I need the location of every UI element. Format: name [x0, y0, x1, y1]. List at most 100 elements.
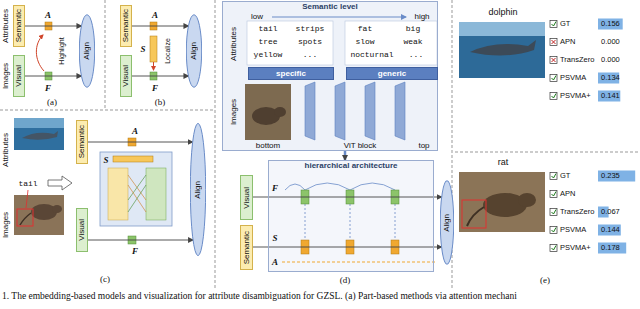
panel-e-figure: [598, 243, 626, 254]
connector: [253, 247, 442, 248]
panel-e-figure: [552, 174, 557, 179]
panel-c-figure: [100, 152, 172, 226]
connector: [132, 26, 188, 27]
panel-c-figure: [14, 118, 64, 128]
connector: [344, 151, 347, 160]
panel-d-figure: [305, 82, 315, 140]
attribute-word: yellow: [254, 51, 283, 59]
text-label: low: [251, 13, 263, 21]
level-tag: generic: [346, 67, 438, 80]
symbol-label: A: [152, 11, 158, 20]
panel-d-figure: [272, 16, 406, 17]
panel-d-figure: [274, 107, 286, 117]
panel-b-figure: [153, 62, 154, 70]
panel-d-figure: [395, 204, 396, 240]
panel-c-figure: [14, 118, 172, 244]
panel-c-figure: [128, 185, 146, 212]
level-tag: specific: [248, 67, 334, 80]
text-label: high: [414, 13, 429, 21]
score-label: TransZero: [560, 208, 594, 216]
panel-e-figure: [552, 58, 556, 62]
score-label: 0.141: [601, 92, 620, 100]
panel-e-figure: [459, 22, 545, 36]
panel-e-figure: [550, 75, 557, 82]
panel-c-figure: [26, 190, 28, 208]
panel-d-figure: [282, 262, 436, 263]
attribute-word: ...: [303, 51, 317, 59]
node-text: Visual: [122, 65, 130, 87]
panel-e-figure: [550, 227, 557, 234]
text-label: top: [418, 142, 429, 150]
axis-label: Images: [2, 63, 10, 89]
panel-d-figure: [365, 82, 375, 140]
node-text: Semantic: [243, 231, 251, 264]
text-label: dolphin: [488, 8, 517, 17]
node-text: generic: [378, 69, 406, 78]
panel-e-figure: [552, 22, 557, 251]
text-label: rat: [498, 158, 509, 167]
panel-c-figure: [128, 175, 146, 200]
panel-d-figure: [247, 21, 333, 65]
panel-e-figure: [518, 193, 536, 207]
panel-c-figure: [17, 209, 33, 226]
score-label: GT: [560, 172, 570, 180]
panel-d-figure: [305, 204, 306, 240]
node-text: Semantic level: [223, 2, 437, 11]
panel-e-figure: [470, 40, 536, 56]
panel-e-figure: [550, 93, 557, 100]
panel-label: (a): [47, 98, 57, 107]
semantic-box: Semantic: [76, 120, 88, 164]
node-text: Align: [443, 214, 451, 232]
panel-c-figure: [128, 185, 146, 212]
panel-e-figure: [598, 225, 621, 236]
panel-d-figure: [350, 204, 351, 240]
figure-caption: 1. The embedding-based models and visual…: [2, 291, 517, 301]
panel-e-figure: [598, 91, 620, 102]
panel-d-figure: [268, 160, 434, 272]
attribute-word: tree: [258, 38, 277, 46]
panel-divider: [105, 0, 106, 108]
panel-b-figure: [150, 22, 157, 80]
panel-e-figure: [552, 76, 557, 81]
score-label: 0.235: [601, 172, 620, 180]
panel-label: (b): [155, 98, 166, 107]
node-text: specific: [276, 69, 306, 78]
panel-e-figure: [552, 94, 557, 99]
semantic-box: Semantic: [120, 5, 132, 47]
attribute-word: tail: [18, 180, 37, 188]
symbol-label: S: [140, 45, 145, 54]
score-label: 0.178: [601, 244, 620, 252]
node-text: Visual: [243, 187, 251, 209]
score-label: 0.000: [601, 38, 620, 46]
text-label: bottom: [256, 142, 280, 150]
node-text: Semantic: [15, 9, 23, 42]
symbol-label: A: [132, 127, 138, 136]
score-label: GT: [560, 20, 570, 28]
connector: [88, 240, 193, 241]
axis-label: Attributes: [230, 27, 238, 61]
symbol-label: S: [272, 234, 277, 243]
panel-divider: [455, 152, 638, 153]
attribute-word: spots: [298, 38, 322, 46]
ellipse-outline: [190, 123, 205, 255]
symbol-label: F: [272, 184, 278, 193]
panel-e-figure: [598, 73, 619, 84]
score-label: 0.000: [601, 56, 620, 64]
panel-e-figure: [462, 200, 486, 228]
panel-c-figure: [108, 168, 128, 220]
panel-c-figure: [22, 131, 58, 140]
text-label: ViT block: [344, 142, 377, 150]
axis-label: Highlight: [58, 37, 65, 64]
panel-e-figure: [552, 40, 556, 44]
panel-c-figure: [20, 213, 31, 225]
panel-d-figure: [245, 84, 291, 140]
panel-d-figure: [335, 82, 345, 140]
panel-e-figure: [552, 58, 556, 62]
attribute-word: weak: [403, 38, 422, 46]
panel-c-figure: [146, 168, 166, 220]
connector: [88, 142, 193, 143]
score-label: PSVMA+: [560, 244, 591, 252]
axis-label: Localize: [164, 38, 171, 64]
